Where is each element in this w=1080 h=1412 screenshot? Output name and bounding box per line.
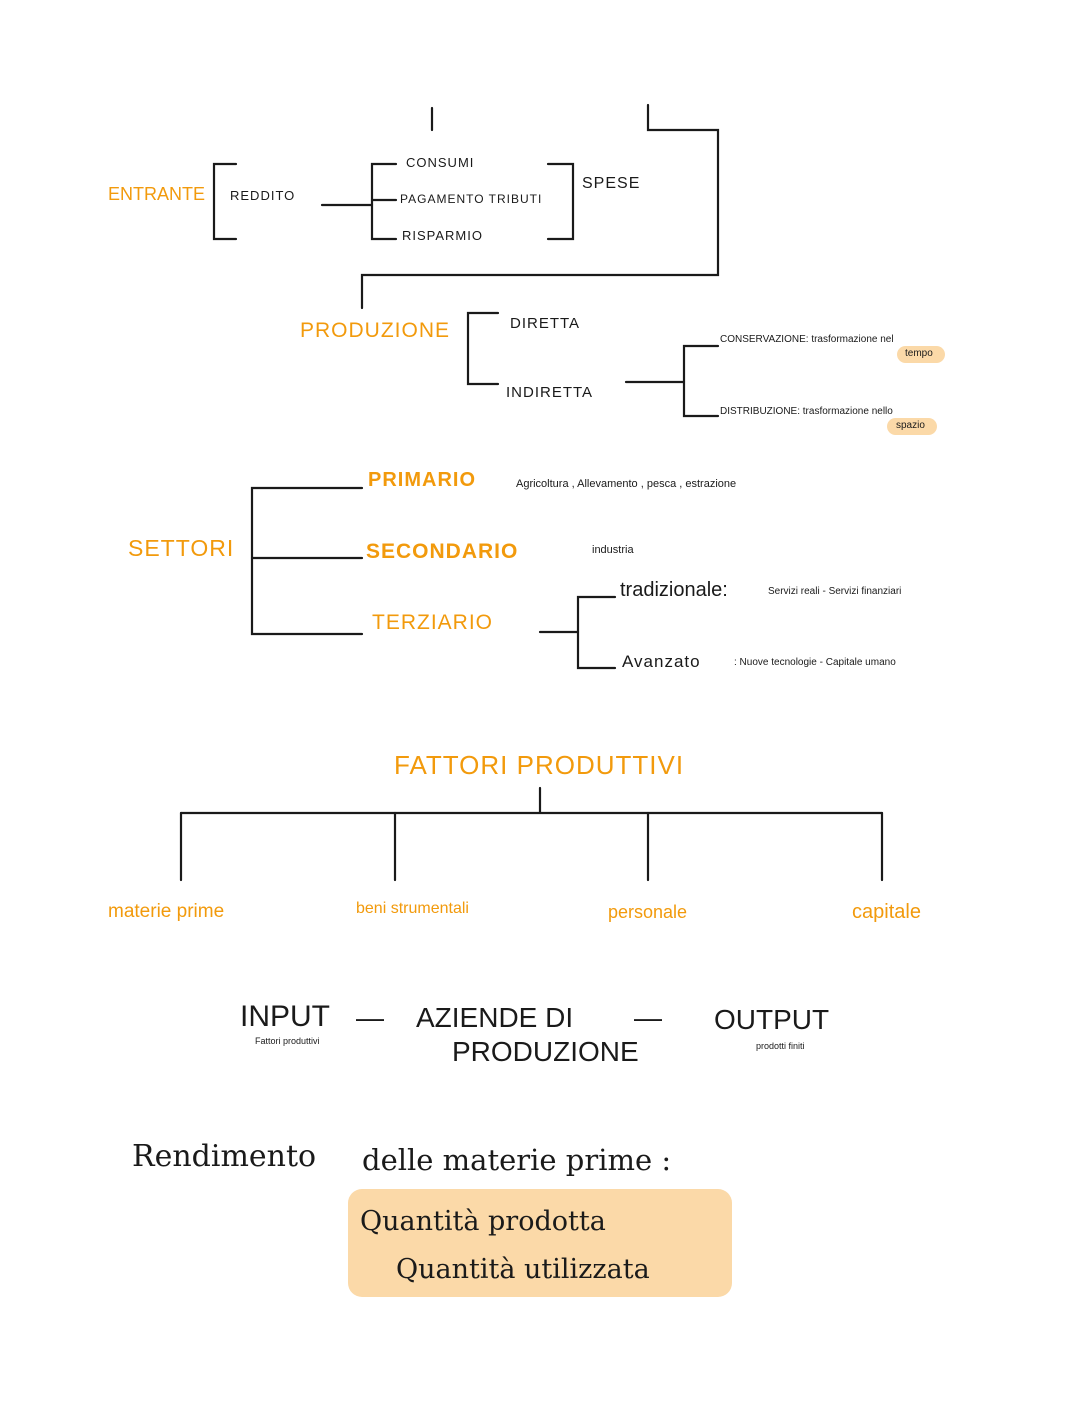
distribuzione-label: DISTRIBUZIONE: trasformazione nello [720,406,893,417]
spazio-highlight [887,418,937,435]
tempo-label: tempo [905,348,933,359]
secondario-desc: industria [592,544,634,556]
settori-title: SETTORI [128,535,235,561]
spazio-label: spazio [896,420,925,431]
diretta-label: DIRETTA [510,315,581,332]
flow-dash-left: — [356,1002,384,1033]
primario-desc: Agricoltura , Allevamento , pesca , estr… [516,478,737,490]
tradizionale-label: tradizionale: [620,579,728,601]
input-label: INPUT [240,1000,330,1033]
fattore-personale: personale [608,902,688,922]
fattore-beni-strumentali: beni strumentali [356,900,469,917]
fattore-materie-prime: materie prime [108,901,225,922]
tradizionale-desc: Servizi reali - Servizi finanziari [768,586,902,597]
reddito-label: REDDITO [230,188,296,203]
secondario-label: SECONDARIO [366,540,519,563]
output-label: OUTPUT [714,1004,830,1035]
terziario-label: TERZIARIO [372,611,494,634]
primario-label: PRIMARIO [368,469,476,491]
conservazione-label: CONSERVAZIONE: trasformazione nel [720,334,894,345]
formula-highlight-box [348,1189,732,1297]
avanzato-desc: : Nuove tecnologie - Capitale umano [734,657,896,668]
rendimento-label: Rendimento [132,1139,317,1174]
pagamento-tributi-label: PAGAMENTO TRIBUTI [400,192,543,206]
entrante-label: ENTRANTE [108,184,206,204]
input-sublabel: Fattori produttivi [255,1036,320,1046]
fattore-capitale: capitale [852,901,921,923]
produzione-title: PRODUZIONE [300,319,451,342]
fattori-title: FATTORI PRODUTTIVI [394,750,685,780]
rendimento-rest: delle materie prime : [362,1143,672,1177]
spese-label: SPESE [582,175,641,192]
consumi-label: CONSUMI [406,155,475,170]
formula-denominator: Quantità utilizzata [396,1254,650,1285]
flow-dash-right: — [634,1002,662,1033]
output-sublabel: prodotti finiti [756,1041,805,1051]
formula-numerator: Quantità prodotta [360,1206,606,1237]
avanzato-label: Avanzato [622,652,701,671]
aziende-line2: PRODUZIONE [452,1036,639,1067]
indiretta-label: INDIRETTA [506,384,594,401]
risparmio-label: RISPARMIO [402,228,483,243]
aziende-line1: AZIENDE DI [416,1002,574,1033]
tempo-highlight [897,346,945,363]
